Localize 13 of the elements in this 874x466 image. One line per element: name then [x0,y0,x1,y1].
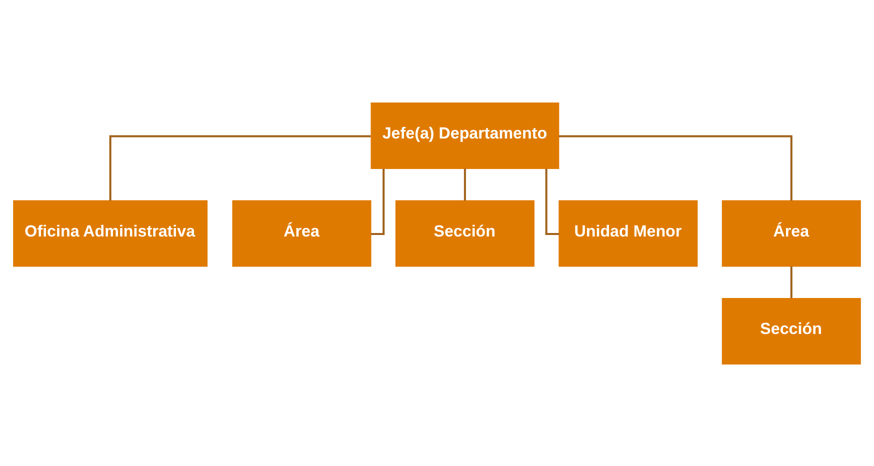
node-box: Sección [722,297,861,364]
node-box: Área [232,200,372,266]
connector [790,266,792,298]
connector [545,168,560,235]
connector [370,168,385,235]
node-box: Jefe(a) Departamento [370,102,560,169]
node-box: Sección [395,200,534,266]
node-box: Unidad Menor [558,200,698,266]
connector [109,134,371,200]
connector [464,168,466,200]
node-box: Área [722,200,861,266]
node-box: Oficina Administrativa [13,200,208,266]
connector [558,134,792,200]
